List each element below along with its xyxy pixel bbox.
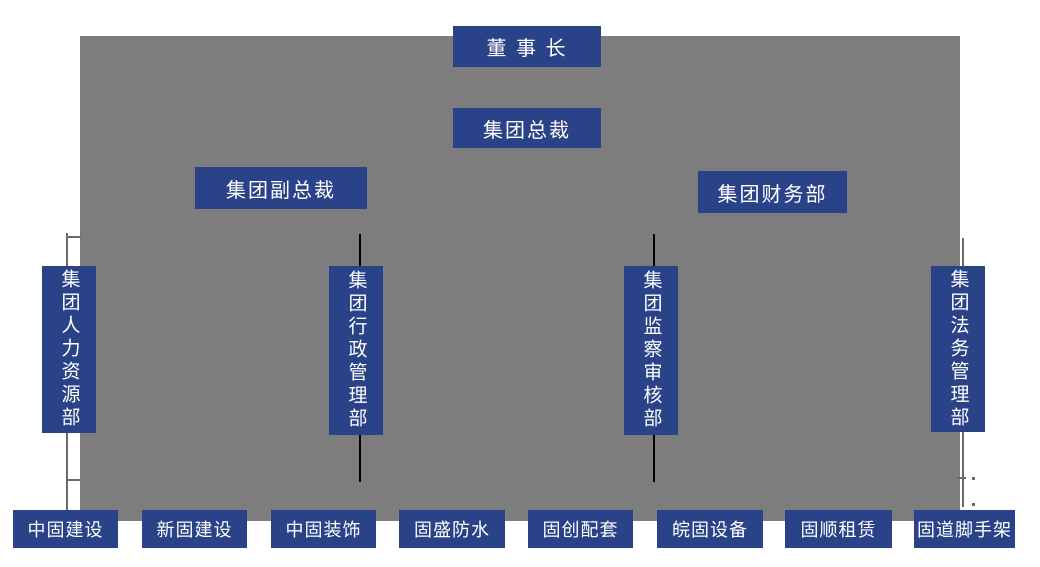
- left-connector-bottom-tick: [66, 479, 81, 481]
- node-dept-legal: 集团法务管理部: [931, 266, 985, 432]
- node-subsidiary-2: 新固建设: [142, 510, 247, 548]
- node-vice-president: 集团副总裁: [195, 167, 367, 209]
- node-dept-admin: 集团行政管理部: [329, 266, 383, 435]
- node-subsidiary-8: 固道脚手架: [914, 510, 1015, 548]
- node-finance-dept: 集团财务部: [698, 171, 847, 213]
- node-subsidiary-5: 固创配套: [528, 510, 633, 548]
- node-subsidiary-4: 固盛防水: [399, 510, 505, 548]
- node-dept-audit: 集团监察审核部: [624, 266, 678, 435]
- node-dept-hr: 集团人力资源部: [42, 266, 96, 433]
- node-chairman: 董 事 长: [453, 26, 601, 67]
- right-connector-dot-upper: [972, 477, 975, 480]
- node-subsidiary-7: 固顺租赁: [785, 510, 892, 548]
- right-connector-tick: [957, 477, 966, 479]
- node-subsidiary-1: 中固建设: [13, 510, 118, 548]
- node-president: 集团总裁: [453, 108, 601, 148]
- right-connector-dot-lower: [972, 503, 975, 506]
- node-subsidiary-3: 中固装饰: [271, 510, 376, 548]
- node-subsidiary-6: 皖固设备: [657, 510, 763, 548]
- left-connector-top-tick: [66, 236, 81, 238]
